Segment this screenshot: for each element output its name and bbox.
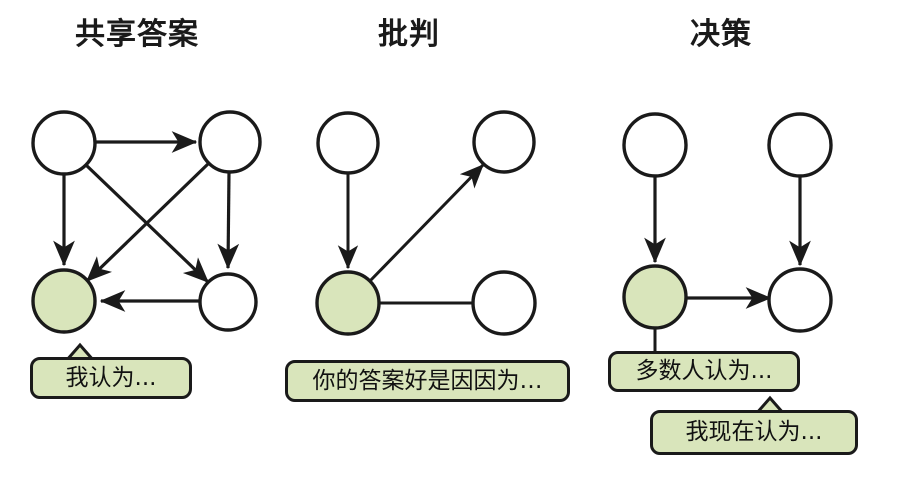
node-top-left[interactable] (622, 112, 688, 178)
panel-graph-shared-answer (31, 110, 262, 362)
panel-title-critique: 批判 (378, 17, 440, 52)
edge-top-right-to-bottom-left (85, 161, 211, 283)
node-bottom-right[interactable] (471, 270, 537, 336)
node-top-left[interactable] (31, 110, 97, 176)
speech-bubble-i-now-think: 我现在认为... (650, 410, 858, 455)
edge-bottom-left-to-top-right (367, 163, 485, 284)
node-bottom-left-highlighted[interactable] (31, 268, 97, 334)
panel-title-shared-answer: 共享答案 (75, 17, 199, 52)
node-top-right[interactable] (472, 110, 536, 174)
node-bottom-right[interactable] (198, 272, 258, 332)
node-bottom-right[interactable] (767, 267, 833, 333)
speech-bubble-i-think: 我认为... (30, 357, 192, 399)
node-top-right[interactable] (198, 110, 262, 174)
speech-bubble-most-people: 多数人认为... (608, 351, 800, 392)
edge-top-right-to-bottom-right (217, 171, 240, 270)
node-bottom-left-highlighted[interactable] (315, 270, 381, 336)
node-bottom-left-highlighted[interactable] (622, 264, 688, 330)
node-top-left[interactable] (316, 111, 380, 175)
speech-bubble-your-answer: 你的答案好是因因为… (285, 360, 570, 402)
panel-graph-critique (315, 110, 537, 336)
node-top-right[interactable] (767, 112, 833, 178)
panel-graph-decision (622, 112, 833, 415)
panel-title-decision: 决策 (690, 17, 752, 52)
